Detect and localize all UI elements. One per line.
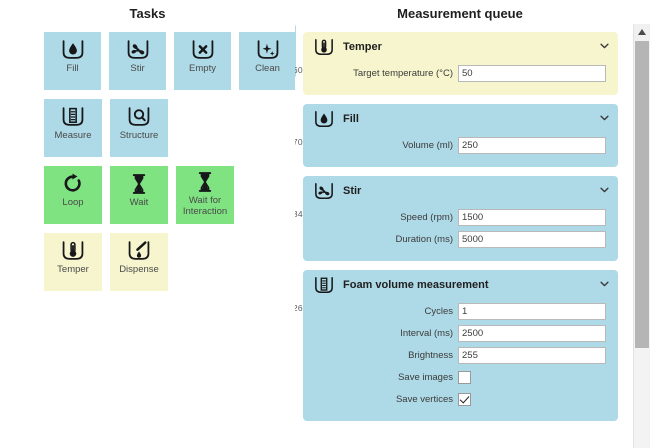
queue-card-title: Temper bbox=[343, 41, 382, 53]
task-button-label: Structure bbox=[120, 131, 159, 142]
queue-card-header[interactable]: Foam volume measurement bbox=[303, 270, 618, 300]
beaker-propeller-icon bbox=[125, 39, 151, 61]
task-button-stir[interactable]: Stir bbox=[109, 32, 166, 90]
task-button-label: Clean bbox=[255, 64, 280, 75]
field-label: Brightness bbox=[303, 350, 458, 361]
queue-card-title: Fill bbox=[343, 113, 359, 125]
task-button-label: Wait for Interaction bbox=[177, 196, 233, 217]
field-label: Volume (ml) bbox=[303, 140, 458, 151]
scroll-up-arrow-icon[interactable] bbox=[634, 24, 650, 40]
task-button-label: Dispense bbox=[119, 265, 159, 276]
field-label: Speed (rpm) bbox=[303, 212, 458, 223]
field-row: Target temperature (°C) bbox=[303, 64, 618, 83]
field-input[interactable] bbox=[458, 209, 606, 226]
queue-card-title: Stir bbox=[343, 185, 361, 197]
task-button-label: Fill bbox=[66, 64, 78, 75]
task-row: Measure Structure bbox=[44, 99, 296, 157]
queue-card[interactable]: StirSpeed (rpm) Duration (ms) bbox=[303, 176, 618, 261]
task-button-label: Measure bbox=[55, 131, 92, 142]
beaker-scale-icon bbox=[60, 106, 86, 128]
field-input[interactable] bbox=[458, 325, 606, 342]
beaker-pipette-icon bbox=[126, 240, 152, 262]
task-button-clean[interactable]: Clean bbox=[239, 32, 296, 90]
field-row: Save images bbox=[303, 368, 618, 387]
task-button-label: Empty bbox=[189, 64, 216, 75]
beaker-propeller-icon bbox=[313, 182, 335, 201]
queue-card[interactable]: TemperTarget temperature (°C) bbox=[303, 32, 618, 95]
task-row: Loop Wait Wait for Interaction bbox=[44, 166, 296, 224]
beaker-droplet-icon bbox=[60, 39, 86, 61]
field-input[interactable] bbox=[458, 137, 606, 154]
queue-card-header[interactable]: Fill bbox=[303, 104, 618, 134]
field-input[interactable] bbox=[458, 303, 606, 320]
scrollbar-thumb[interactable] bbox=[635, 41, 649, 348]
queue-card-header[interactable]: Temper bbox=[303, 32, 618, 62]
field-row: Speed (rpm) bbox=[303, 208, 618, 227]
field-row: Interval (ms) bbox=[303, 324, 618, 343]
tasks-panel: Fill Stir Empty CleanMeasure StructureLoop Wa… bbox=[0, 24, 295, 448]
task-button-label: Loop bbox=[62, 198, 83, 209]
task-button-label: Wait bbox=[130, 198, 149, 209]
beaker-scale-icon bbox=[313, 276, 335, 295]
field-label: Interval (ms) bbox=[303, 328, 458, 339]
measurement-queue-panel: 36022812TemperTarget temperature (°C)270… bbox=[295, 24, 650, 448]
beaker-magnifier-icon bbox=[126, 106, 152, 128]
task-button-temper[interactable]: Temper bbox=[44, 233, 102, 291]
task-button-label: Stir bbox=[130, 64, 144, 75]
queue-card[interactable]: FillVolume (ml) bbox=[303, 104, 618, 167]
queue-card-header[interactable]: Stir bbox=[303, 176, 618, 206]
field-label: Save images bbox=[303, 372, 458, 383]
queue-card-fields: Speed (rpm) Duration (ms) bbox=[303, 206, 618, 261]
hourglass-icon bbox=[126, 173, 152, 195]
field-checkbox[interactable] bbox=[458, 393, 471, 406]
queue-card-fields: Volume (ml) bbox=[303, 134, 618, 167]
queue-card[interactable]: Foam volume measurementCyclesInterval (m… bbox=[303, 270, 618, 421]
field-input[interactable] bbox=[458, 347, 606, 364]
field-label: Target temperature (°C) bbox=[303, 68, 458, 79]
task-button-structure[interactable]: Structure bbox=[110, 99, 168, 157]
field-label: Save vertices bbox=[303, 394, 458, 405]
task-button-fill[interactable]: Fill bbox=[44, 32, 101, 90]
field-input[interactable] bbox=[458, 231, 606, 248]
task-button-loop[interactable]: Loop bbox=[44, 166, 102, 224]
task-button-empty[interactable]: Empty bbox=[174, 32, 231, 90]
task-row: Fill Stir Empty Clean bbox=[44, 32, 296, 90]
hourglass-icon bbox=[192, 171, 218, 193]
queue-card-fields: Target temperature (°C) bbox=[303, 62, 618, 95]
beaker-thermometer-icon bbox=[60, 240, 86, 262]
field-label: Cycles bbox=[303, 306, 458, 317]
queue-scrollbar[interactable] bbox=[633, 24, 650, 448]
field-row: Duration (ms) bbox=[303, 230, 618, 249]
field-row: Brightness bbox=[303, 346, 618, 365]
tasks-panel-title: Tasks bbox=[0, 6, 295, 21]
task-button-grid: Fill Stir Empty CleanMeasure StructureLoop Wa… bbox=[44, 32, 296, 300]
field-row: Volume (ml) bbox=[303, 136, 618, 155]
beaker-sparkle-icon bbox=[255, 39, 281, 61]
task-button-label: Temper bbox=[57, 265, 89, 276]
task-button-measure[interactable]: Measure bbox=[44, 99, 102, 157]
field-input[interactable] bbox=[458, 65, 606, 82]
beaker-droplet-icon bbox=[313, 110, 335, 129]
queue-card-fields: CyclesInterval (ms) BrightnessSave images… bbox=[303, 300, 618, 421]
queue-panel-title: Measurement queue bbox=[295, 6, 625, 21]
queue-card-title: Foam volume measurement bbox=[343, 279, 489, 291]
loop-arrow-icon bbox=[60, 173, 86, 195]
task-button-wait-for-interaction[interactable]: Wait for Interaction bbox=[176, 166, 234, 224]
field-row: Cycles bbox=[303, 302, 618, 321]
beaker-thermometer-icon bbox=[313, 38, 335, 57]
task-row: Temper Dispense bbox=[44, 233, 296, 291]
field-checkbox[interactable] bbox=[458, 371, 471, 384]
field-row: Save vertices bbox=[303, 390, 618, 409]
task-button-wait[interactable]: Wait bbox=[110, 166, 168, 224]
beaker-cross-icon bbox=[190, 39, 216, 61]
task-button-dispense[interactable]: Dispense bbox=[110, 233, 168, 291]
field-label: Duration (ms) bbox=[303, 234, 458, 245]
